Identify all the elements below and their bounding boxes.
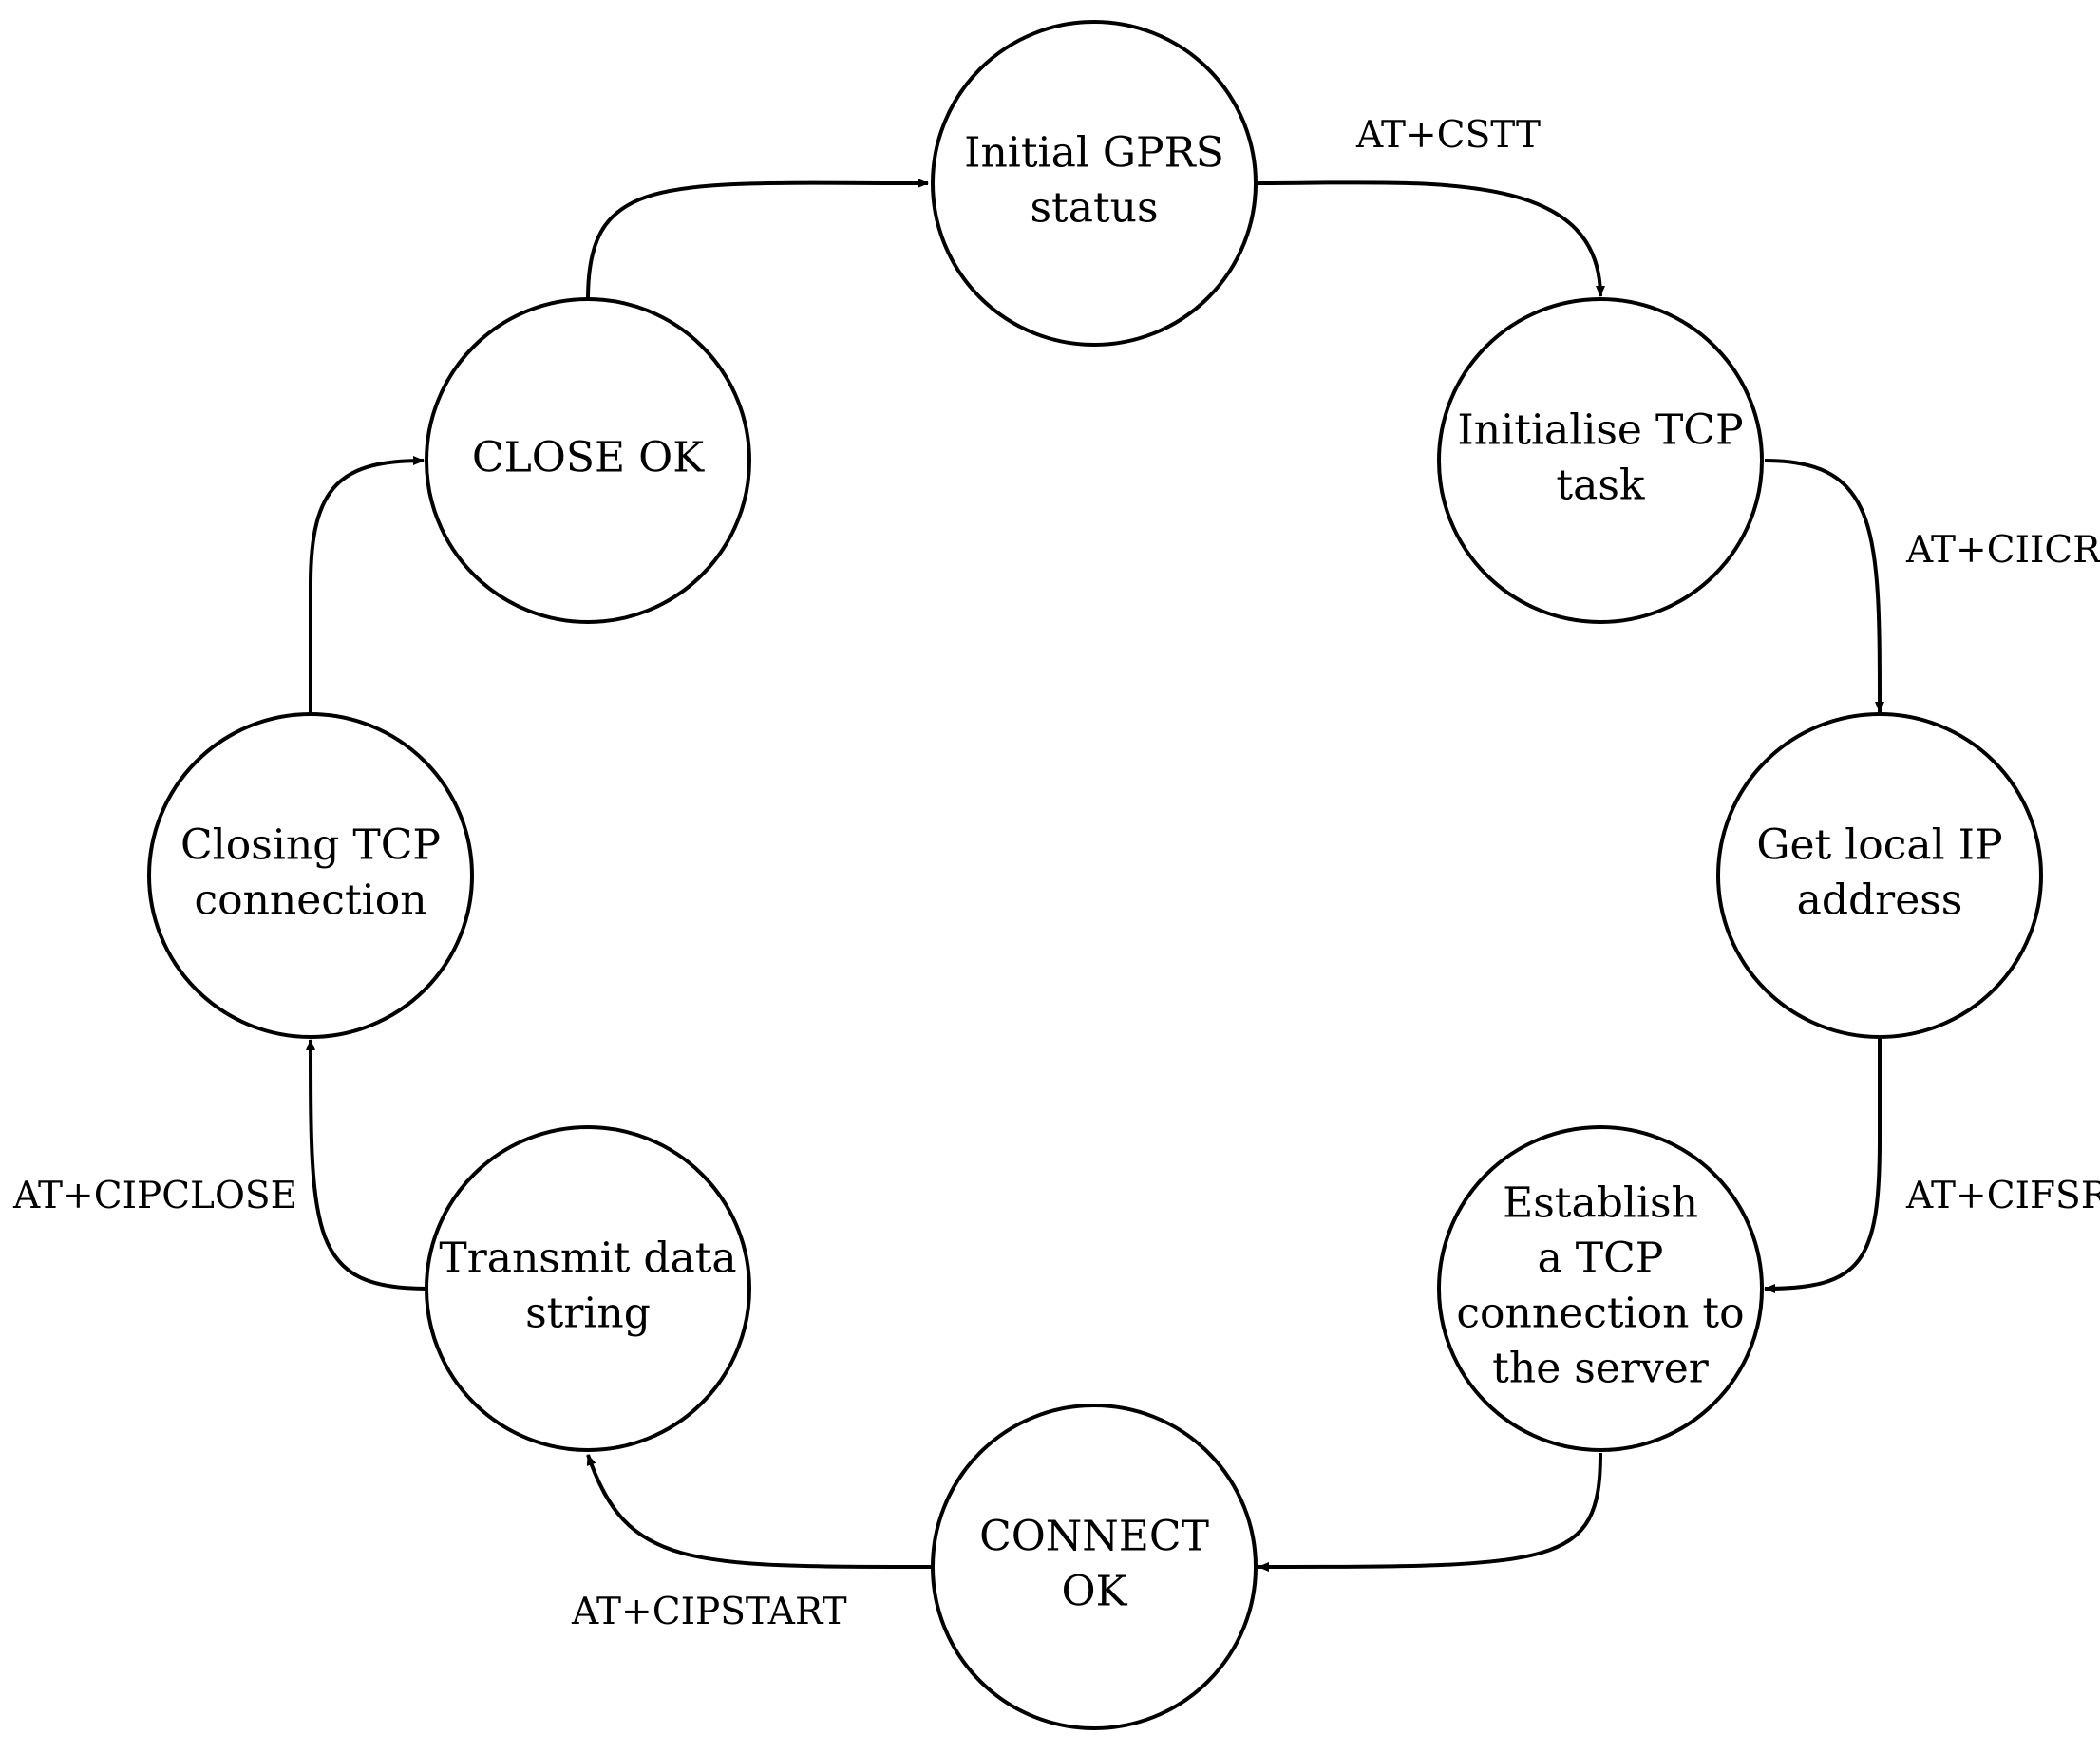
edge-closing-tcp-connection-to-close-ok: [309, 456, 425, 714]
node-establish-tcp-connection: Establish a TCP connection to the server: [1437, 1125, 1764, 1452]
node-label-line: address: [1797, 876, 1963, 925]
node-label-line: CLOSE OK: [472, 434, 705, 482]
edge-initial-gprs-status-to-initialise-tcp-task: [1255, 180, 1605, 297]
edge-initialise-tcp-task-to-get-local-ip-address: [1764, 459, 1884, 713]
node-label-line: Initial GPRS: [964, 129, 1224, 178]
node-closing-tcp-connection: Closing TCP connection: [147, 712, 474, 1039]
node-circle: [931, 20, 1258, 347]
node-label-line: task: [1556, 462, 1644, 510]
node-label-line: OK: [1062, 1568, 1128, 1616]
edge-label: AT+CIPSTART: [571, 1591, 847, 1633]
node-circle: [931, 1404, 1258, 1730]
edge-close-ok-to-initial-gprs-status: [586, 178, 929, 300]
edge-label: AT+CIFSR: [1905, 1175, 2100, 1217]
edge-label: AT+CSTT: [1355, 114, 1541, 157]
node-label-line: connection: [194, 876, 426, 925]
edge-establish-tcp-connection-to-connect-ok: [1258, 1452, 1602, 1572]
edge-connect-ok-to-transmit-data-string: [586, 1454, 934, 1569]
node-label-line: CONNECT: [979, 1513, 1209, 1561]
node-label-line: Initialise TCP: [1457, 406, 1743, 455]
node-label-line: Establish: [1503, 1179, 1698, 1228]
node-circle: [1437, 297, 1764, 624]
edge-get-local-ip-address-to-establish-tcp-connection: [1764, 1037, 1882, 1293]
edge-label: AT+CIPCLOSE: [12, 1175, 297, 1217]
node-circle: [425, 1125, 751, 1452]
node-label-line: Transmit data: [439, 1235, 736, 1283]
edge-label: AT+CIICR: [1905, 529, 2100, 572]
node-label-line: the server: [1492, 1345, 1710, 1393]
node-label-line: Closing TCP: [180, 821, 441, 870]
node-connect-ok: CONNECT OK: [931, 1404, 1258, 1730]
node-label-line: Get local IP: [1756, 821, 2002, 870]
node-initial-gprs-status: Initial GPRS status: [931, 20, 1258, 347]
edge-transmit-data-string-to-closing-tcp-connection: [306, 1039, 427, 1291]
node-label-line: connection to: [1456, 1290, 1744, 1338]
node-circle: [1716, 712, 2043, 1039]
node-label-line: string: [525, 1290, 651, 1338]
node-circle: [147, 712, 474, 1039]
node-transmit-data-string: Transmit data string: [425, 1125, 751, 1452]
node-circle: [1437, 1125, 1764, 1452]
node-initialise-tcp-task: Initialise TCP task: [1437, 297, 1764, 624]
node-label-line: status: [1030, 184, 1158, 233]
node-get-local-ip-address: Get local IP address: [1716, 712, 2043, 1039]
node-circle: [425, 297, 751, 624]
node-close-ok: CLOSE OK: [425, 297, 751, 624]
node-label-line: a TCP: [1538, 1235, 1664, 1283]
